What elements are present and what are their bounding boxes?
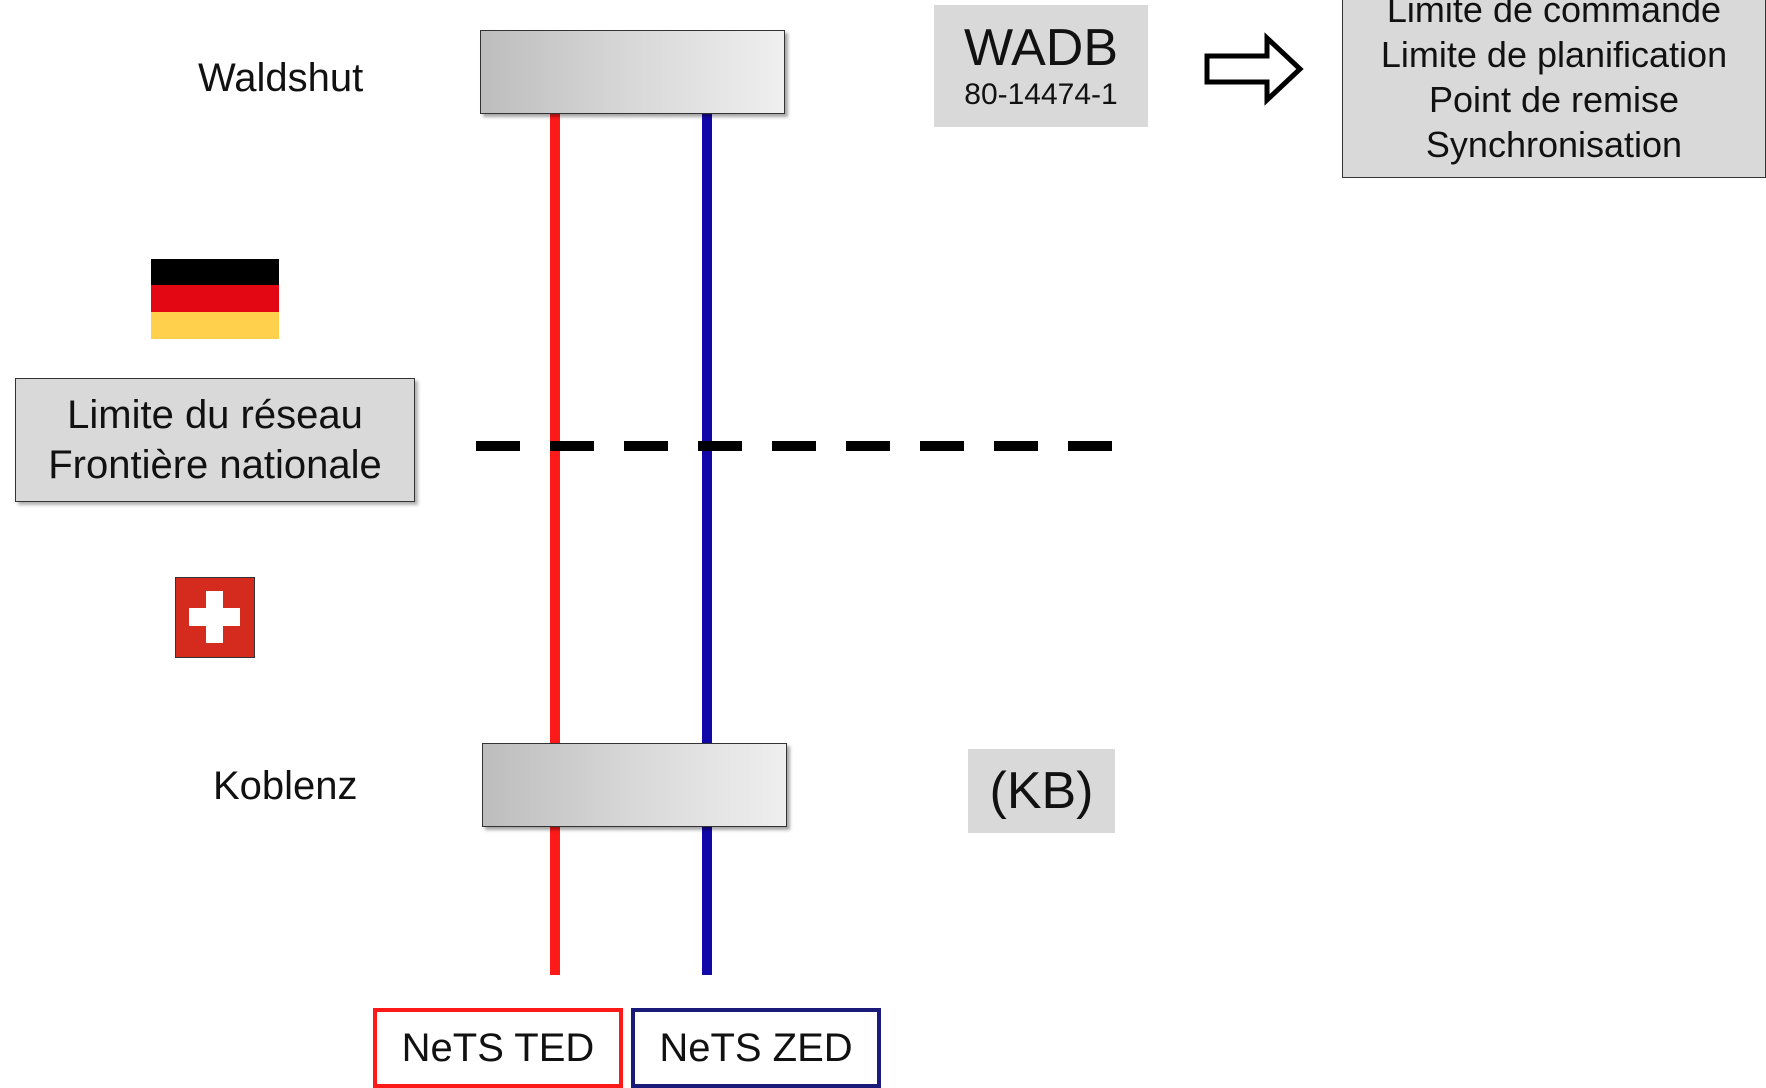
legend-nets-ted: NeTS TED <box>373 1008 623 1088</box>
national-border-label: Frontière nationale <box>48 443 382 487</box>
wadb-title: WADB <box>963 19 1119 77</box>
station-label-waldshut: Waldshut <box>198 56 364 100</box>
wadb-code: 80-14474-1 <box>964 78 1118 111</box>
info-line-synchronisation: Synchronisation <box>1425 124 1683 165</box>
info-line-command-limit: Limite de commande <box>1386 0 1722 30</box>
info-line-planning-limit: Limite de planification <box>1380 34 1728 75</box>
arrow-right-icon <box>1204 32 1304 106</box>
info-line-handover-point: Point de remise <box>1428 79 1680 120</box>
network-border-box: Limite du réseau Frontière nationale <box>15 378 415 502</box>
wadb-tag: WADB 80-14474-1 <box>934 5 1148 127</box>
station-label-koblenz: Koblenz <box>213 764 358 808</box>
germany-flag-icon <box>151 259 279 339</box>
kb-tag: (KB) <box>968 749 1115 833</box>
network-limit-label: Limite du réseau <box>67 393 363 437</box>
station-box-waldshut <box>480 30 785 114</box>
switzerland-flag-icon <box>175 577 255 658</box>
info-box: Limite de commande Limite de planificati… <box>1342 0 1766 178</box>
station-box-koblenz <box>482 743 787 827</box>
legend-nets-zed: NeTS ZED <box>631 1008 881 1088</box>
